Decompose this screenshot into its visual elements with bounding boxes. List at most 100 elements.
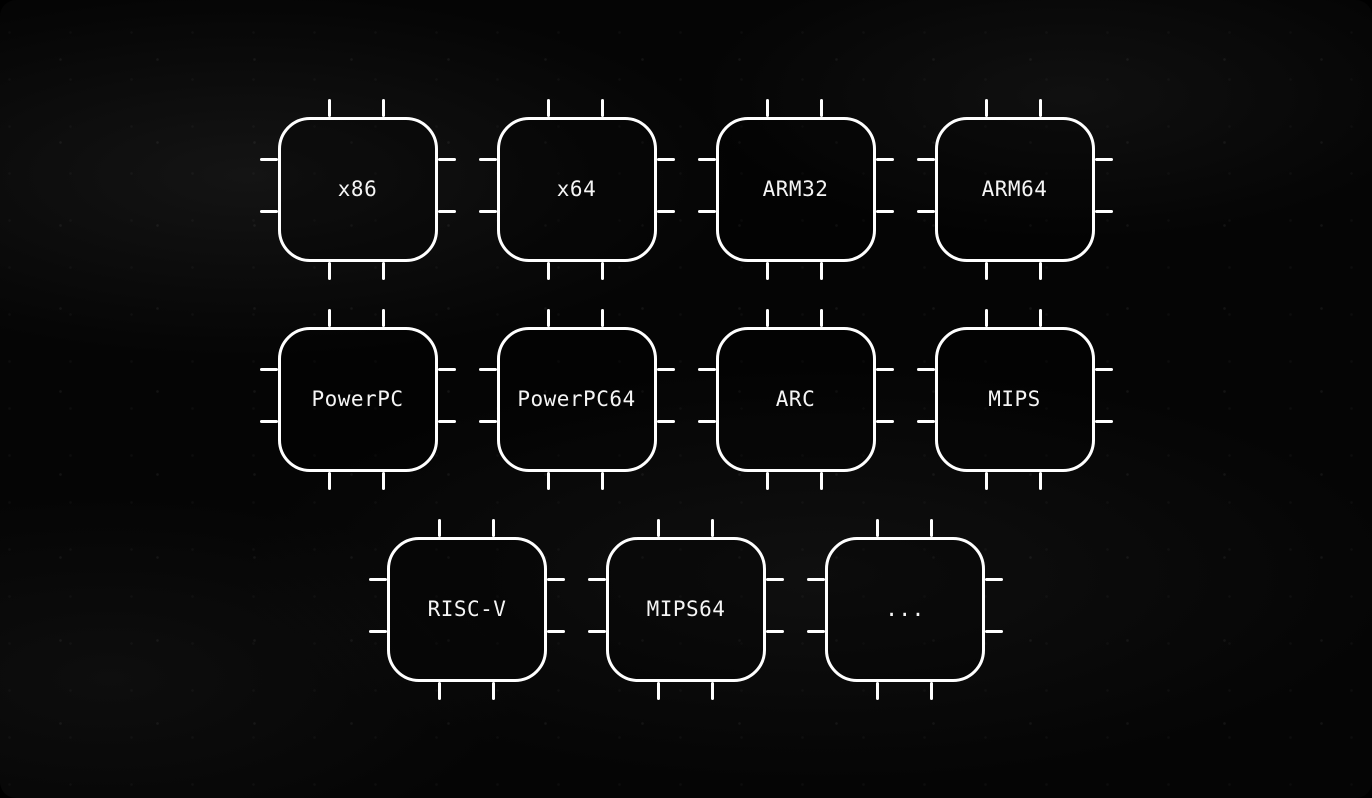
chip-pin-icon xyxy=(875,209,894,213)
chip-pin-icon xyxy=(547,629,565,633)
chip-pin-icon xyxy=(697,419,716,423)
chip-pin-icon xyxy=(588,578,606,582)
chip-pin-icon xyxy=(478,158,497,162)
chip-x64: x64 xyxy=(478,98,675,280)
chip-pin-icon xyxy=(985,308,989,327)
chip-pin-icon xyxy=(259,209,278,213)
chip-pin-icon xyxy=(766,471,770,490)
chip-pin-icon xyxy=(491,518,495,537)
chip-label: x64 xyxy=(556,177,597,201)
chip-pin-icon xyxy=(916,158,935,162)
chip-pin-icon xyxy=(382,261,386,280)
chip-pin-icon xyxy=(807,629,825,633)
chip-pin-icon xyxy=(437,681,441,700)
chip-arc: ARC xyxy=(697,308,894,490)
chip-pin-icon xyxy=(547,98,551,117)
chip-pin-icon xyxy=(710,518,714,537)
chip-pin-icon xyxy=(1094,419,1113,423)
chip-pin-icon xyxy=(328,261,332,280)
chip-label: PowerPC64 xyxy=(517,387,636,411)
chip-pin-icon xyxy=(478,368,497,372)
chip-pin-icon xyxy=(916,368,935,372)
chip-pin-icon xyxy=(985,261,989,280)
chip-pin-icon xyxy=(588,629,606,633)
chip-pin-icon xyxy=(328,471,332,490)
chip-pin-icon xyxy=(766,308,770,327)
chip-pin-icon xyxy=(369,578,387,582)
chip-row: x86 x64 ARM32 ARM64 xyxy=(259,98,1113,280)
chip-label: ARC xyxy=(775,387,816,411)
chip-powerpc64: PowerPC64 xyxy=(478,308,675,490)
chip-pin-icon xyxy=(547,261,551,280)
chip-label: MIPS64 xyxy=(646,597,726,621)
chip-pin-icon xyxy=(766,629,784,633)
chip-pin-icon xyxy=(875,419,894,423)
chip-pin-icon xyxy=(916,209,935,213)
chip-label: MIPS xyxy=(988,387,1041,411)
chip-label: x86 xyxy=(337,177,378,201)
chip-pin-icon xyxy=(875,518,879,537)
chip-pin-icon xyxy=(437,368,456,372)
chip-pin-icon xyxy=(985,98,989,117)
chip-pin-icon xyxy=(985,629,1003,633)
chip-pin-icon xyxy=(328,98,332,117)
chip-mips: MIPS xyxy=(916,308,1113,490)
chip-mips64: MIPS64 xyxy=(588,518,784,700)
chip-pin-icon xyxy=(710,681,714,700)
chip-pin-icon xyxy=(1094,368,1113,372)
chip-pin-icon xyxy=(601,98,605,117)
chip-pin-icon xyxy=(1094,158,1113,162)
chip-x86: x86 xyxy=(259,98,456,280)
chip-pin-icon xyxy=(1039,308,1043,327)
chip-label: ... xyxy=(885,597,925,621)
chip-pin-icon xyxy=(382,308,386,327)
chip-pin-icon xyxy=(259,368,278,372)
chip-pin-icon xyxy=(547,471,551,490)
chip-pin-icon xyxy=(1039,98,1043,117)
chip-pin-icon xyxy=(437,158,456,162)
chip-pin-icon xyxy=(259,158,278,162)
chip-label: RISC-V xyxy=(427,597,507,621)
chip-pin-icon xyxy=(766,98,770,117)
chip-pin-icon xyxy=(916,419,935,423)
chip-ellipsis: ... xyxy=(807,518,1003,700)
chip-pin-icon xyxy=(766,578,784,582)
chip-risc-v: RISC-V xyxy=(369,518,565,700)
chip-row: PowerPC PowerPC64 ARC MIPS xyxy=(259,308,1113,490)
chip-pin-icon xyxy=(875,681,879,700)
chip-pin-icon xyxy=(1039,471,1043,490)
chip-pin-icon xyxy=(985,471,989,490)
chip-pin-icon xyxy=(259,419,278,423)
chip-pin-icon xyxy=(697,209,716,213)
chip-pin-icon xyxy=(382,471,386,490)
chip-pin-icon xyxy=(656,158,675,162)
chip-label: PowerPC xyxy=(311,387,404,411)
chip-pin-icon xyxy=(382,98,386,117)
chip-pin-icon xyxy=(656,368,675,372)
chip-pin-icon xyxy=(601,471,605,490)
chip-label: ARM64 xyxy=(981,177,1048,201)
chip-arm32: ARM32 xyxy=(697,98,894,280)
chip-pin-icon xyxy=(875,158,894,162)
chip-pin-icon xyxy=(820,471,824,490)
chip-pin-icon xyxy=(1039,261,1043,280)
chip-pin-icon xyxy=(478,419,497,423)
chip-pin-icon xyxy=(328,308,332,327)
chip-pin-icon xyxy=(697,368,716,372)
chip-arm64: ARM64 xyxy=(916,98,1113,280)
chip-pin-icon xyxy=(601,308,605,327)
chip-pin-icon xyxy=(547,578,565,582)
chip-pin-icon xyxy=(478,209,497,213)
chip-pin-icon xyxy=(437,518,441,537)
chip-pin-icon xyxy=(369,629,387,633)
chip-pin-icon xyxy=(547,308,551,327)
chip-pin-icon xyxy=(929,518,933,537)
chip-pin-icon xyxy=(929,681,933,700)
chip-pin-icon xyxy=(656,209,675,213)
chip-pin-icon xyxy=(656,681,660,700)
chip-label: ARM32 xyxy=(762,177,829,201)
chip-pin-icon xyxy=(697,158,716,162)
chip-pin-icon xyxy=(820,308,824,327)
chip-pin-icon xyxy=(820,98,824,117)
